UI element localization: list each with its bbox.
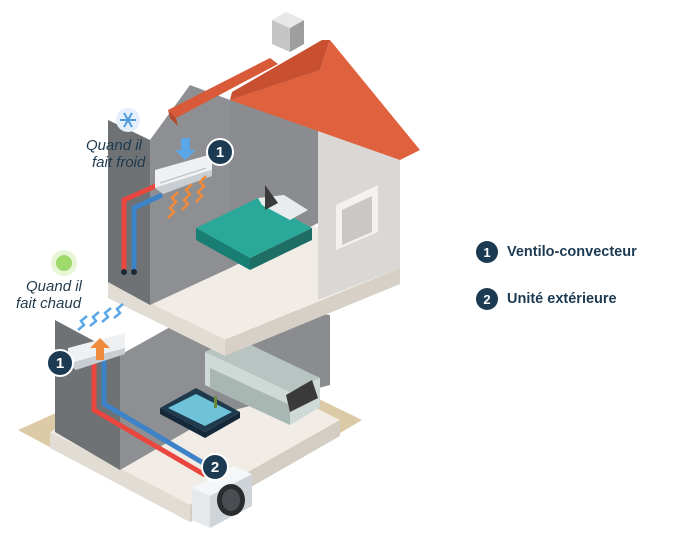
bed [196,185,312,270]
outdoor-unit [192,466,252,528]
sofa [205,338,320,425]
svg-text:1: 1 [56,355,64,372]
snowflake-icon [116,108,140,132]
legend-item-outdoor: 2 Unité extérieure [476,287,637,311]
cold-label-line2: fait froid [92,154,146,171]
badge-upper-unit: 1 [206,138,234,166]
upper-floor-pipes [121,182,164,275]
hot-label-line2: fait chaud [16,295,82,312]
ground-floor-pipes [91,360,217,478]
badge-lower-unit: 1 [46,349,74,377]
legend: 1 Ventilo-convecteur 2 Unité extérieure [476,240,637,334]
badge-outdoor-unit: 2 [201,453,229,481]
legend-label: Ventilo-convecteur [507,244,637,260]
svg-text:2: 2 [211,459,219,476]
roof [168,12,420,160]
cold-label-line1: Quand il [86,137,143,154]
legend-label: Unité extérieure [507,291,617,307]
legend-item-ventilo: 1 Ventilo-convecteur [476,240,637,264]
coffee-table [160,388,240,438]
legend-badge: 1 [476,241,498,263]
svg-text:1: 1 [216,144,224,161]
ventilo-convecteur-upper [155,138,212,219]
sun-icon [51,250,77,276]
hot-label-line1: Quand il [26,278,83,295]
legend-badge: 2 [476,288,498,310]
ventilo-convecteur-lower [68,303,125,370]
